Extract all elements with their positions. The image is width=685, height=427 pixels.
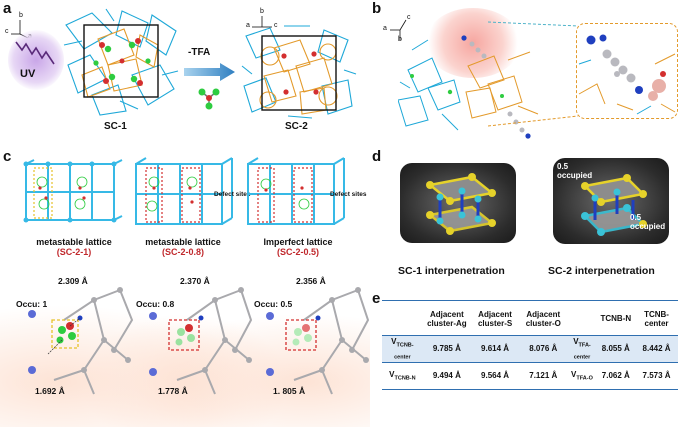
- table-header-row: Adjacent cluster-Ag Adjacent cluster-S A…: [382, 303, 678, 335]
- column-header: Adjacent cluster-S: [477, 309, 513, 328]
- row-label: VTCNB-center: [382, 335, 423, 362]
- row-label: VTCNB-N: [382, 362, 423, 389]
- row-label-sub: TCNB-center: [394, 342, 414, 361]
- panel-e-label: e: [372, 290, 381, 307]
- table-cell: 9.785 Å: [432, 344, 461, 353]
- panel-c-label: c: [3, 148, 12, 165]
- panel-b-label: b: [372, 0, 382, 17]
- panel-b-structure: [397, 30, 558, 142]
- bond-distance-top: 2.370 Å: [180, 276, 210, 286]
- bond-distance-bottom: 1.778 Å: [158, 386, 188, 396]
- zoom-guide-lines: [487, 20, 579, 135]
- column-header: TCNB-N: [600, 314, 632, 324]
- table-row: VTCNB-center 9.785 Å 9.614 Å 8.076 Å VTF…: [382, 335, 678, 362]
- detail-structure-3: [260, 280, 372, 400]
- axis-a-label: a: [383, 25, 387, 32]
- occupancy-label: Occu: 0.5: [254, 299, 293, 309]
- row-label-main: V: [571, 369, 577, 379]
- transform-arrow-icon: [184, 62, 236, 87]
- column-header: TCNB-center: [644, 309, 669, 328]
- axis-triad-b: a b c: [383, 14, 418, 43]
- table-row: VTCNB-N 9.494 Å 9.564 Å 7.121 Å VTFA-O 7…: [382, 362, 678, 389]
- uv-wave-icon: [14, 38, 58, 73]
- lattice-code: (SC-2-0.5): [276, 247, 319, 257]
- lattice-caption-1: metastable lattice (SC-2-1): [26, 237, 122, 257]
- defect-sites-label: Defect sites: [214, 191, 251, 198]
- axis-c-label: c: [274, 22, 278, 29]
- bond-distance-top: 2.356 Å: [296, 276, 326, 286]
- detail-structure-1: [24, 280, 136, 400]
- column-header: Adjacent cluster-Ag: [427, 309, 467, 328]
- lattice-title: metastable lattice: [36, 237, 112, 247]
- axis-triad-sc2: a b c: [246, 8, 286, 34]
- row-label-main: V: [391, 336, 397, 346]
- tfa-molecule-icon: [196, 86, 222, 115]
- zoom-inset: [576, 23, 678, 119]
- table-cell: 8.055 Å: [601, 344, 630, 353]
- defect-sites-label: Defect sites: [330, 191, 367, 198]
- lattice-sc2-1: [22, 158, 124, 230]
- table-cell: 9.494 Å: [432, 371, 461, 380]
- bond-distance-bottom: 1. 805 Å: [273, 386, 306, 396]
- row-label-sub: TCNB-N: [394, 375, 416, 382]
- uv-label: UV: [20, 68, 36, 80]
- row-label: VTFA-O: [567, 362, 596, 389]
- axis-c-label: c: [407, 14, 411, 21]
- bond-distance-bottom: 1.692 Å: [35, 386, 65, 396]
- lattice-title: metastable lattice: [145, 237, 221, 247]
- distance-table: Adjacent cluster-Ag Adjacent cluster-S A…: [382, 303, 678, 390]
- panel-d-label: d: [372, 148, 382, 165]
- table-cell: 8.076 Å: [529, 344, 558, 353]
- occupancy-label: Occu: 1: [16, 299, 48, 309]
- bond-distance-top: 2.309 Å: [58, 276, 88, 286]
- lattice-caption-3: Imperfect lattice (SC-2-0.5): [248, 237, 348, 257]
- occupancy-word: occupied: [557, 171, 593, 180]
- table-cell: 7.121 Å: [529, 371, 558, 380]
- table-cell: 7.573 Å: [642, 371, 671, 380]
- row-label-sub: TFA-center: [573, 342, 591, 361]
- sc1-caption: SC-1: [104, 121, 127, 132]
- axis-b-label: b: [19, 12, 23, 19]
- lattice-code: (SC-2-1): [56, 247, 92, 257]
- sc2-caption: SC-2: [285, 121, 308, 132]
- lattice-title: Imperfect lattice: [263, 237, 333, 247]
- occupancy-note-top: 0.5 occupied: [557, 162, 592, 180]
- occupancy-value: 0.5: [630, 213, 642, 222]
- row-label-sub: TFA-O: [576, 375, 593, 382]
- lattice-sc2-0.8: [132, 156, 242, 232]
- axis-c-label: c: [5, 28, 9, 35]
- axis-a-label: a: [246, 22, 250, 29]
- uv-glow: [8, 30, 64, 90]
- table-cell: 9.564 Å: [481, 371, 510, 380]
- sc2-interpenetration-title: SC-2 interpenetration: [548, 265, 655, 277]
- occupancy-word: occupied: [630, 222, 666, 231]
- detail-background: [0, 262, 370, 427]
- table-top-rule: [382, 300, 678, 301]
- sc1-interpenetration-model: [400, 163, 516, 243]
- lattice-sc2-0.5: [244, 156, 354, 232]
- table-cell: 8.442 Å: [642, 344, 671, 353]
- sc1-crystal-structure: [62, 5, 180, 117]
- row-label-main: V: [389, 369, 395, 379]
- sc2-crystal-structure: [240, 22, 358, 122]
- lattice-code: (SC-2-0.8): [161, 247, 204, 257]
- sc2-interpenetration-model: [553, 158, 669, 244]
- axis-b-label: b: [398, 36, 402, 43]
- axis-b-label: b: [260, 8, 264, 15]
- panel-a-label: a: [3, 0, 12, 17]
- row-label-main: V: [573, 336, 579, 346]
- sc1-interpenetration-title: SC-1 interpenetration: [398, 265, 505, 277]
- occupancy-value: 0.5: [557, 162, 569, 171]
- table-cell: 7.062 Å: [601, 371, 630, 380]
- lattice-caption-2: metastable lattice (SC-2-0.8): [133, 237, 233, 257]
- occupancy-label: Occu: 0.8: [136, 299, 175, 309]
- table-cell: 9.614 Å: [481, 344, 510, 353]
- occupancy-note-bottom: 0.5 occupied: [630, 213, 665, 231]
- detail-structure-2: [143, 280, 255, 400]
- row-label: VTFA-center: [567, 335, 596, 362]
- column-header: Adjacent cluster-O: [525, 309, 561, 328]
- tfa-removal-label: -TFA: [188, 47, 211, 58]
